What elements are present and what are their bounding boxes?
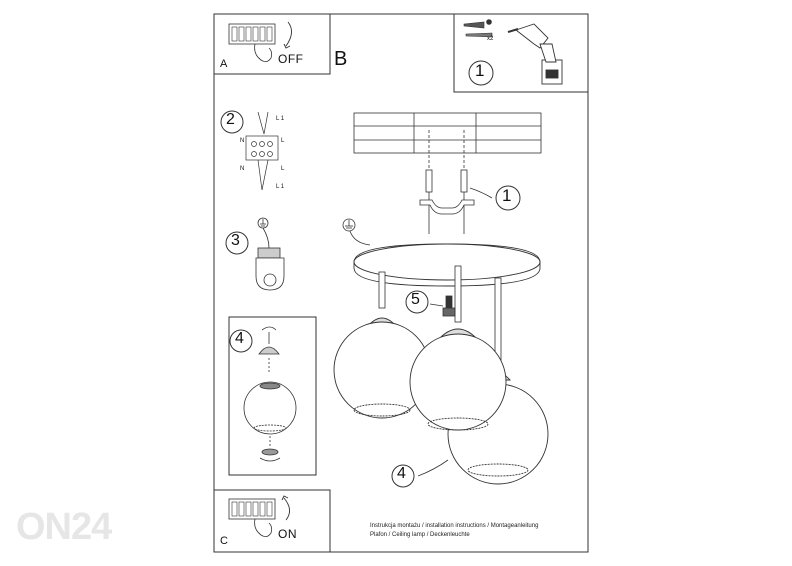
screws-icon: [463, 19, 493, 38]
watermark-logo: ON24: [16, 506, 112, 548]
step-ground-circle: [225, 231, 249, 255]
fuse-box-off-icon: [228, 21, 292, 62]
step-shade-detail-circle: [229, 329, 253, 353]
step-ground-number: 3: [231, 232, 240, 249]
step-mount-number: 1: [502, 186, 512, 205]
step-wiring-circle: [220, 110, 244, 134]
drill-icon: [507, 23, 563, 85]
step-shade-circle: [391, 464, 415, 488]
globe-shade-front: [409, 328, 507, 431]
step-wiring-number: 2: [226, 111, 235, 128]
caption-line1: Instrukcja montażu / installation instru…: [370, 523, 539, 529]
wiring-l1-top: L 1: [276, 116, 285, 122]
step-mount-circle: [495, 185, 521, 211]
caption-line2: Plafon / Ceiling lamp / Deckenleuchte: [370, 532, 470, 538]
bulb-icon: [442, 295, 456, 317]
ground-terminal-icon: [255, 217, 285, 291]
page-border: [213, 13, 589, 553]
wiring-n2: N: [240, 166, 245, 172]
ceiling-canopy: [353, 243, 541, 287]
step-shade-number: 4: [397, 465, 406, 482]
shade-detail-drawing: [243, 326, 297, 462]
drill-box: [453, 13, 589, 93]
fuse-box-on-icon: [228, 495, 290, 537]
leader-step1: [469, 187, 493, 199]
leader-step4: [417, 459, 449, 477]
wiring-l1-bottom: L 1: [276, 184, 285, 190]
panel-c-letter: C: [220, 535, 228, 547]
mounting-bracket: [419, 199, 475, 215]
ground-symbol-icon: [342, 218, 371, 246]
step-drill-number: 1: [475, 61, 485, 80]
panel-a-state: OFF: [278, 52, 304, 66]
terminal-block: [245, 111, 279, 191]
step-bulb-circle: [405, 290, 429, 314]
panel-c-box: [213, 489, 331, 553]
step-bulb-number: 5: [411, 291, 420, 308]
panel-c-state: ON: [278, 527, 297, 541]
panel-b-letter: B: [334, 48, 348, 70]
ceiling-block: [353, 112, 542, 154]
panel-a-letter: A: [220, 58, 228, 70]
mounting-screws: [425, 130, 468, 234]
step-drill-circle: [468, 60, 494, 86]
screws-qty: x2: [487, 36, 494, 42]
shade-detail-box: [228, 316, 317, 476]
wiring-l: L: [281, 138, 285, 144]
wiring-l2: L: [281, 166, 285, 172]
globe-shade-left: [333, 317, 431, 419]
panel-a-box: [213, 13, 331, 75]
wiring-n: N: [240, 138, 245, 144]
step-shade-detail-number: 4: [235, 330, 244, 347]
